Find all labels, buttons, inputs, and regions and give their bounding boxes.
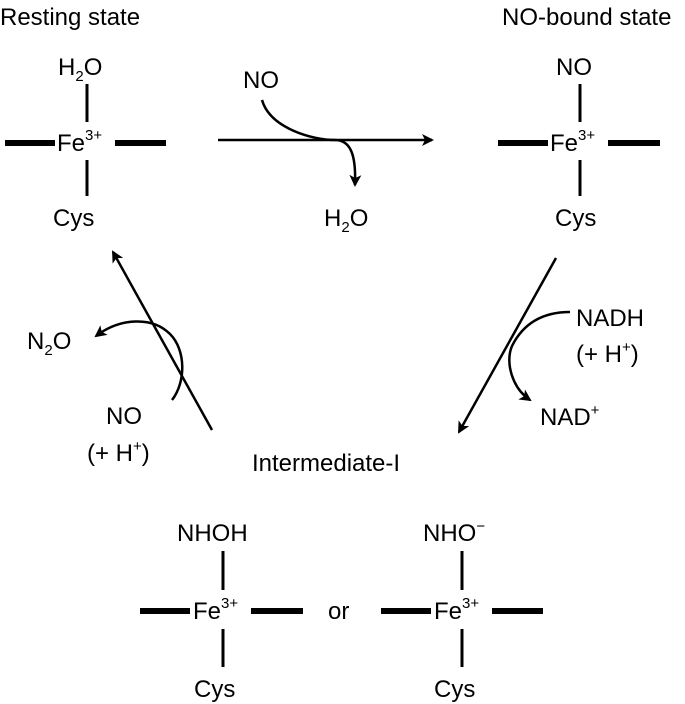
intermediate-title: Intermediate-I [252,450,400,477]
resting-state-title: Resting state [0,4,140,31]
resting-bottom-ligand: Cys [53,205,94,232]
form-b-bottom-ligand: Cys [434,676,475,703]
reduction-input-nadh: NADH [576,305,644,332]
form-b-metal: Fe3+ [434,595,479,625]
resting-state: Resting state H2O Fe3+ Cys [0,4,166,232]
reduction-step: NADH (+ H+) NAD+ [457,257,644,434]
binding-side-arrow [260,99,362,187]
reduction-side-arrow [508,310,571,402]
release-output-n2o: N2O [27,328,71,359]
or-connector: or [328,598,349,625]
form-a-metal: Fe3+ [193,595,238,625]
form-a-top-ligand: NHOH [177,520,248,547]
resting-top-ligand: H2O [58,54,102,85]
resting-metal: Fe3+ [57,127,102,157]
binding-step: NO H2O [218,67,434,236]
form-b-top-ligand: NHO− [423,518,485,547]
binding-output-water: H2O [324,205,368,236]
intermediate-state: Intermediate-I NHOH Fe3+ Cys or NHO− Fe3… [140,450,543,703]
release-input-no: NO [106,403,142,430]
binding-input-no: NO [243,67,279,94]
no-bound-bottom-ligand: Cys [555,205,596,232]
reduction-input-proton: (+ H+) [576,339,639,368]
form-a-bottom-ligand: Cys [194,676,235,703]
release-input-proton: (+ H+) [87,438,150,467]
no-bound-state-title: NO-bound state [502,4,671,31]
intermediate-form-a: NHOH Fe3+ Cys [140,520,303,703]
release-arrow [111,250,214,431]
release-step: NO (+ H+) N2O [27,250,214,467]
no-bound-top-ligand: NO [556,54,592,81]
intermediate-form-b: NHO− Fe3+ Cys [381,518,543,703]
release-side-arrow [94,320,184,401]
no-bound-state: NO-bound state NO Fe3+ Cys [498,4,671,232]
reduction-arrow [457,257,558,434]
reduction-output-nad: NAD+ [540,402,600,431]
no-bound-metal: Fe3+ [550,127,595,157]
